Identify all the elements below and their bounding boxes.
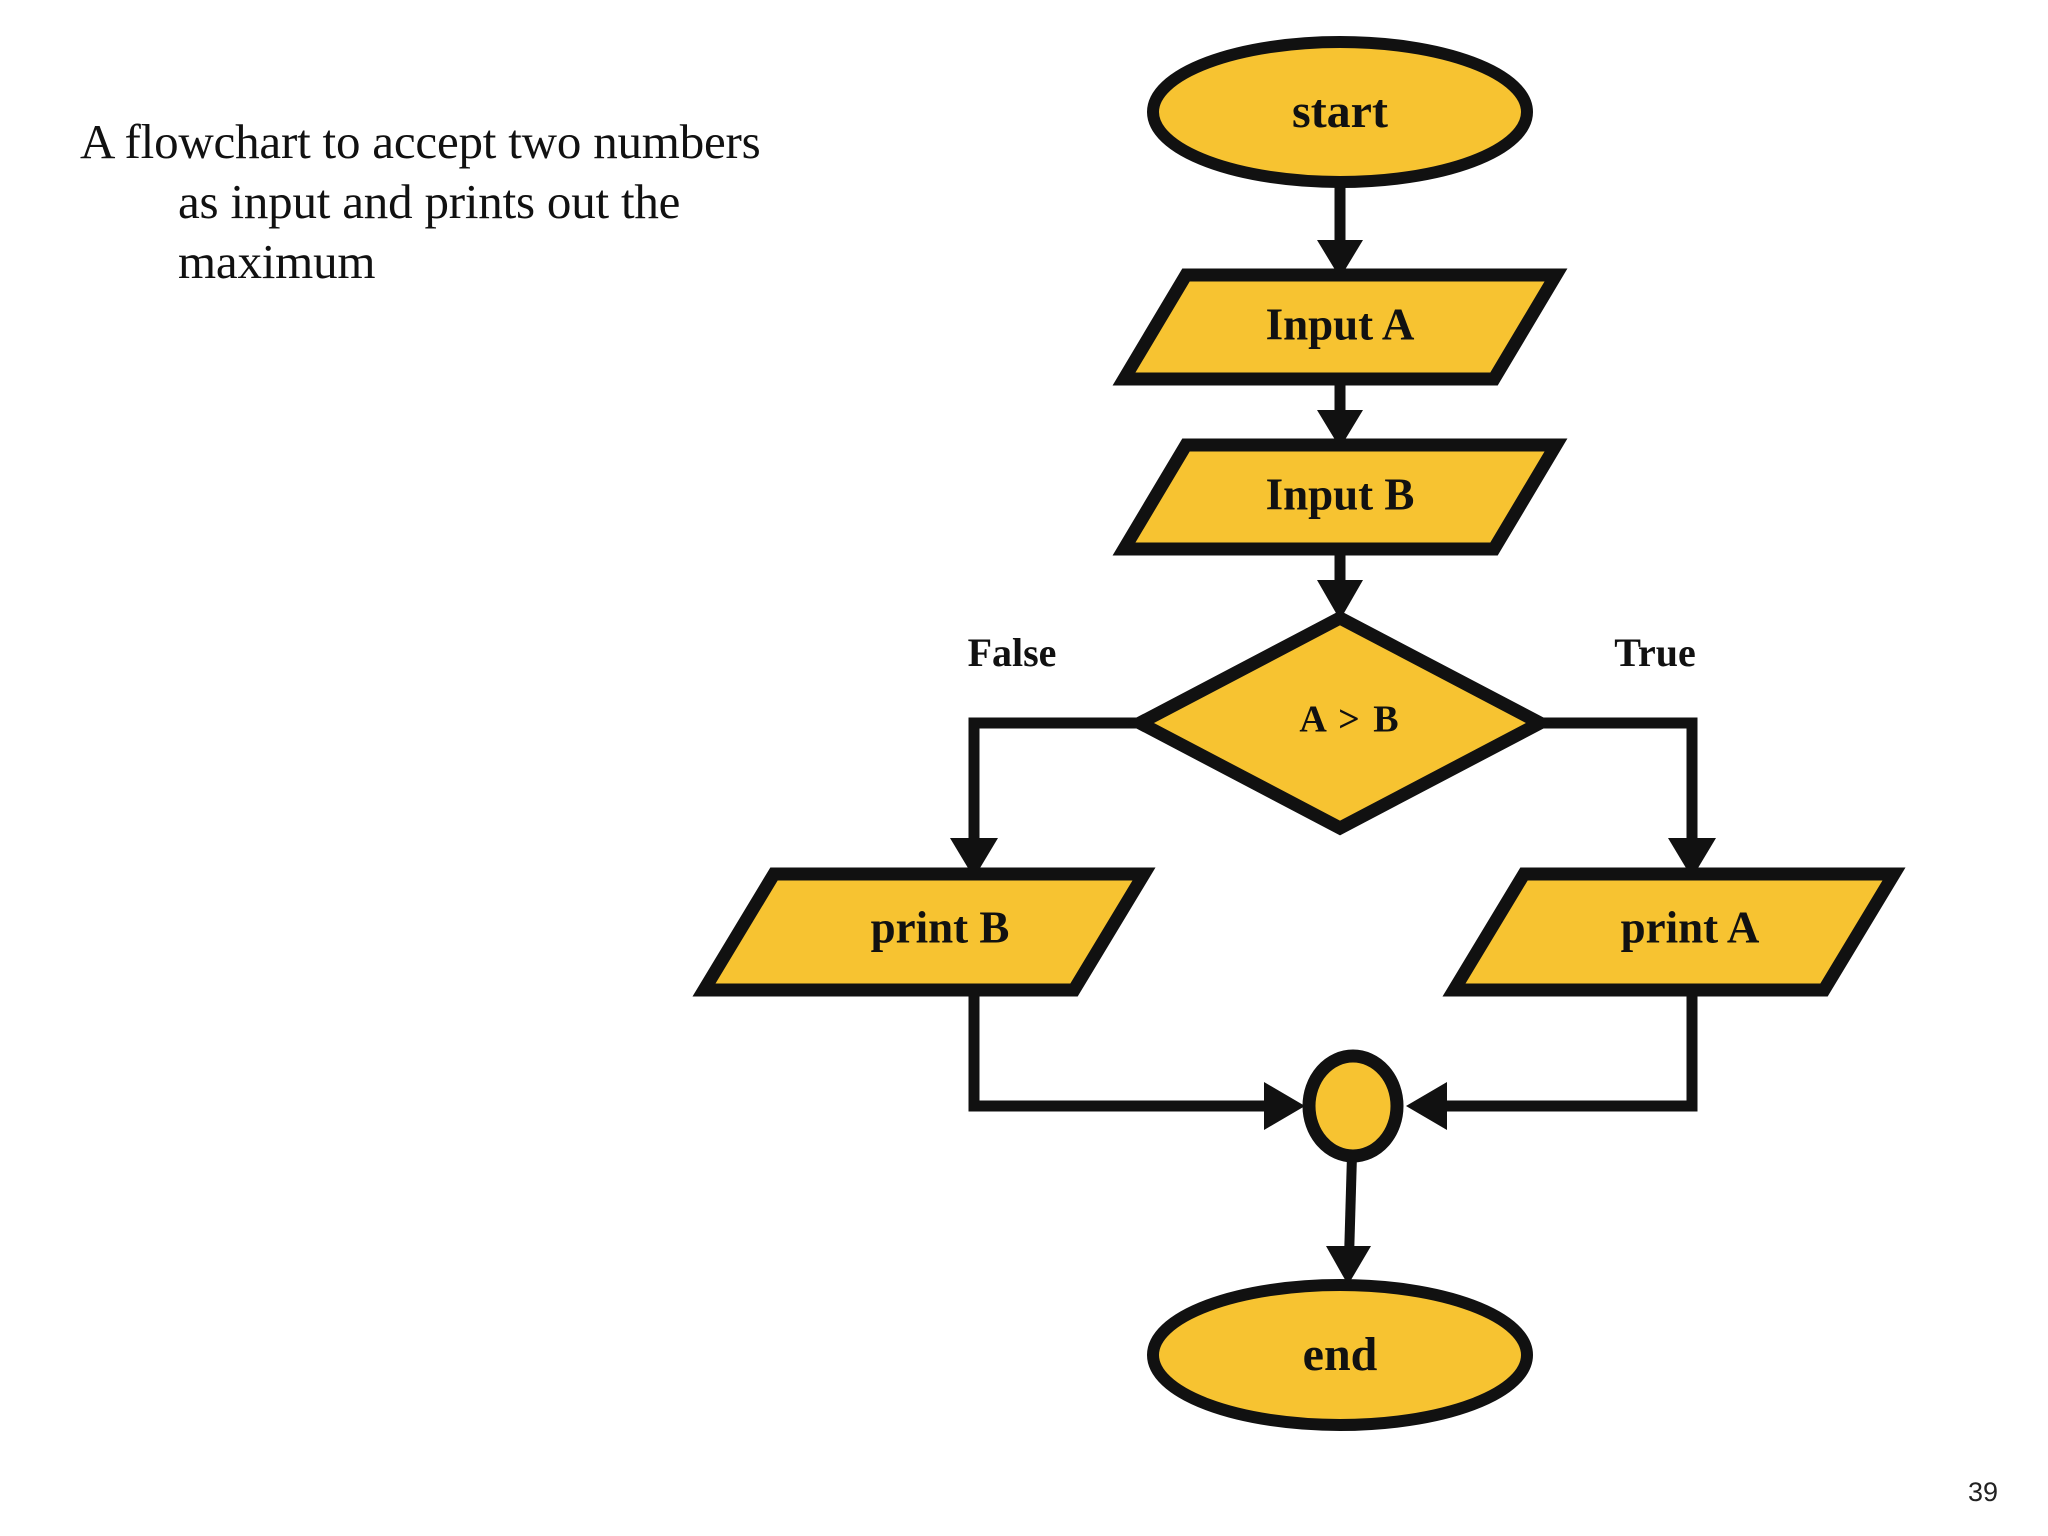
print-a-parallelogram-shape[interactable] <box>1442 867 1906 997</box>
slide-caption: A flowchart to accept two numbers as inp… <box>80 112 1100 291</box>
node-print-a[interactable]: print A <box>1442 867 1906 997</box>
node-decision[interactable]: A > B <box>1126 610 1554 836</box>
node-print-b[interactable]: print B <box>692 867 1156 997</box>
print-a-label: print A <box>1621 902 1760 952</box>
input-b-label: Input B <box>1266 469 1415 519</box>
arrowhead-icon <box>1317 240 1363 278</box>
input-a-label: Input A <box>1266 299 1415 349</box>
decision-label: A > B <box>1299 699 1400 741</box>
branch-label-true: True <box>1614 630 1695 675</box>
start-terminator-shape[interactable] <box>1147 36 1533 188</box>
caption-line-3: maximum <box>178 233 376 289</box>
decision-diamond-shape[interactable] <box>1126 610 1554 836</box>
arrowhead-icon <box>1406 1082 1447 1130</box>
edge-print-b-to-connector <box>968 990 1305 1130</box>
end-label: end <box>1303 1328 1378 1381</box>
arrowhead-icon <box>1668 838 1716 878</box>
edge-decision-true-to-print-a <box>1540 717 1716 878</box>
end-terminator-shape[interactable] <box>1147 1279 1533 1431</box>
input-a-parallelogram-shape[interactable] <box>1112 268 1568 386</box>
node-start[interactable]: start <box>1147 36 1533 188</box>
node-input-a[interactable]: Input A <box>1112 268 1568 386</box>
edge-input-a-to-input-b <box>1317 379 1363 448</box>
arrowhead-icon <box>1317 580 1363 620</box>
arrowhead-icon <box>1264 1082 1305 1130</box>
edge-connector-to-end <box>1326 1154 1371 1285</box>
edge-decision-false-to-print-b <box>950 717 1146 878</box>
node-input-b[interactable]: Input B <box>1112 438 1568 556</box>
print-b-label: print B <box>871 902 1010 952</box>
arrowhead-icon <box>950 838 998 878</box>
connector-circle-shape[interactable] <box>1302 1049 1404 1163</box>
arrowhead-icon <box>1317 410 1363 448</box>
caption-line-1: A flowchart to accept two numbers <box>80 114 761 169</box>
edge-input-b-to-decision <box>1317 549 1363 620</box>
branch-label-false: False <box>968 630 1057 675</box>
edge-start-to-input-a <box>1317 182 1363 278</box>
print-b-parallelogram-shape[interactable] <box>692 867 1156 997</box>
node-end[interactable]: end <box>1147 1279 1533 1431</box>
page-number: 39 <box>1967 1477 1998 1507</box>
edge-print-a-to-connector <box>1406 990 1698 1130</box>
caption-line-2: as input and prints out the <box>178 173 681 229</box>
input-b-parallelogram-shape[interactable] <box>1112 438 1568 556</box>
node-connector[interactable] <box>1302 1049 1404 1163</box>
start-label: start <box>1292 85 1388 138</box>
arrowhead-icon <box>1326 1246 1371 1285</box>
